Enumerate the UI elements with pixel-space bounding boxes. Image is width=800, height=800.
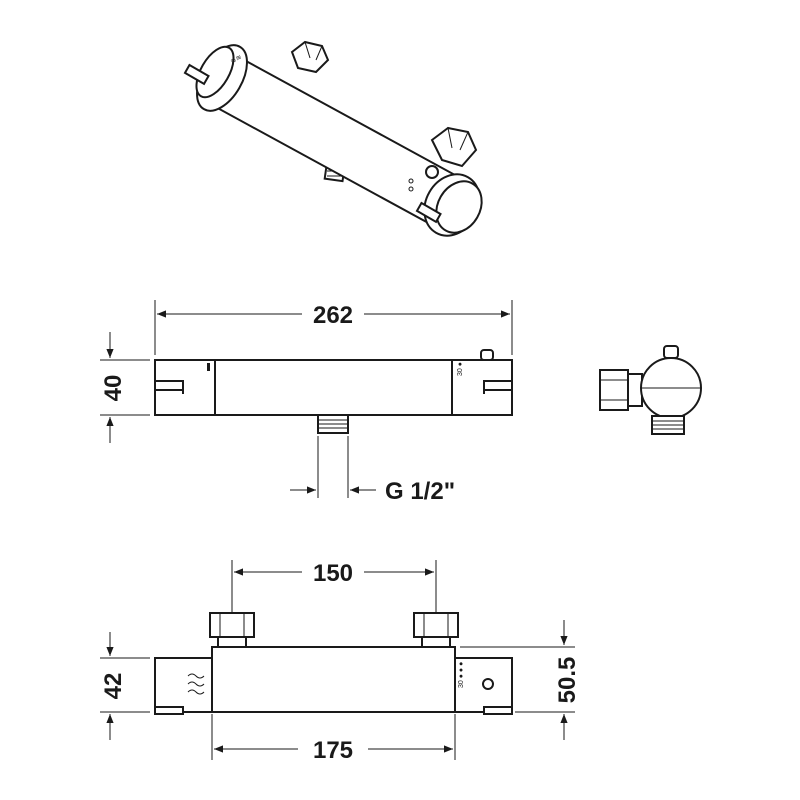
- front-view: 262 40 30 ● G 1/2": [100, 300, 513, 505]
- svg-text:30 ● ● ●: 30 ● ● ●: [458, 662, 465, 688]
- svg-text:30 ●: 30 ●: [457, 362, 464, 376]
- iso-body: [210, 53, 457, 227]
- dim-front-height: 40: [100, 375, 127, 402]
- left-handle-slot: [154, 380, 184, 391]
- side-view: [599, 345, 702, 435]
- dim-side-height-left: 42: [100, 673, 127, 700]
- safety-stop-button: [480, 349, 494, 361]
- iso-front-inlet-nut: [425, 126, 478, 179]
- iso-right-cap: [408, 173, 483, 237]
- dim-side-height-right: 50.5: [554, 657, 581, 704]
- side-stop-button: [663, 345, 679, 359]
- isometric-view: ≋≋: [183, 40, 483, 237]
- right-inlet-nut: [413, 612, 459, 648]
- outlet-thread: [317, 414, 349, 434]
- svg-text:≋≋: ≋≋: [230, 54, 244, 66]
- iso-rear-inlet-nut: [290, 40, 330, 74]
- temperature-waves-icon: [187, 673, 205, 695]
- plan-stop-button: [482, 678, 494, 690]
- dim-front-length: 262: [313, 302, 353, 329]
- iso-left-cap: ≋≋: [183, 44, 248, 112]
- side-inlet-nut: [599, 369, 629, 411]
- dim-body-length: 175: [313, 737, 353, 764]
- left-inlet-nut: [209, 612, 255, 648]
- right-handle-slot: [483, 380, 513, 391]
- dim-inlet-centres: 150: [313, 560, 353, 587]
- plan-view: 150 30 ● ● ● 42: [100, 560, 581, 764]
- dim-outlet-thread: G 1/2": [385, 478, 455, 505]
